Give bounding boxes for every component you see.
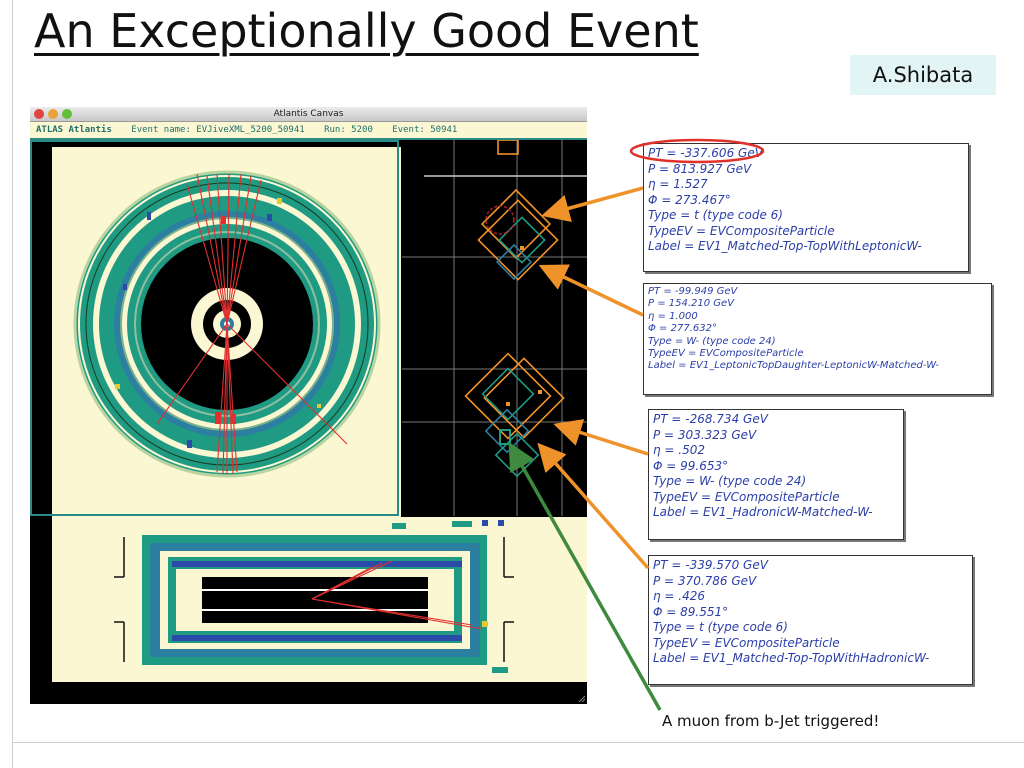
author-badge: A.Shibata — [850, 55, 996, 95]
particle-info-box-w-hadronic: PT = -268.734 GeV P = 303.323 GeV η = .5… — [648, 409, 904, 540]
resize-grip-icon[interactable] — [577, 694, 585, 702]
pt-value: PT = -339.570 GeV — [653, 558, 768, 572]
xy-view-border — [30, 140, 399, 516]
slide-left-rule — [12, 0, 13, 768]
zoom-dot-icon[interactable] — [62, 109, 72, 119]
label-value: Label = EV1_Matched-Top-TopWithHadronicW… — [653, 651, 930, 665]
close-dot-icon[interactable] — [34, 109, 44, 119]
label-value: Label = EV1_LeptonicTopDaughter-Leptonic… — [648, 360, 940, 372]
event-info-bar: ATLAS Atlantis Event name: EVJiveXML_520… — [30, 122, 587, 140]
app-label: ATLAS Atlantis — [36, 125, 112, 135]
window-titlebar[interactable]: Atlantis Canvas — [30, 107, 587, 122]
projection-display — [402, 139, 587, 516]
rz-view-panel[interactable] — [52, 517, 587, 682]
muon-caption: A muon from b-Jet triggered! — [662, 712, 880, 730]
slide-title: An Exceptionally Good Event — [34, 4, 699, 58]
pt-value: PT = -268.734 GeV — [653, 412, 768, 426]
rz-detector-display — [114, 520, 514, 673]
eta-value: η = .426 — [653, 589, 706, 603]
p-value: P = 370.786 GeV — [653, 573, 757, 588]
phi-value: Φ = 99.653° — [653, 458, 729, 473]
slide-bottom-rule — [12, 742, 1024, 743]
xy-detector-display — [73, 170, 381, 478]
type-ev-value: TypeEV = EVCompositeParticle — [653, 635, 840, 650]
type-ev-value: TypeEV = EVCompositeParticle — [648, 348, 804, 360]
run-number: Run: 5200 — [324, 125, 373, 135]
atlantis-canvas-window: Atlantis Canvas ATLAS Atlantis Event nam… — [30, 107, 587, 704]
projection-view-panel[interactable] — [402, 139, 587, 516]
type-value: Type = t (type code 6) — [648, 208, 783, 222]
pt-value: PT = -337.606 GeV — [648, 146, 763, 160]
p-value: P = 813.927 GeV — [648, 161, 752, 176]
type-value: Type = t (type code 6) — [653, 620, 788, 634]
particle-info-box-w-leptonic: PT = -99.949 GeV P = 154.210 GeV η = 1.0… — [643, 283, 992, 395]
eta-value: η = .502 — [653, 443, 706, 457]
label-value: Label = EV1_HadronicW-Matched-W- — [653, 505, 873, 519]
label-value: Label = EV1_Matched-Top-TopWithLeptonicW… — [648, 239, 922, 253]
event-number: Event: 50941 — [392, 125, 458, 135]
window-title: Atlantis Canvas — [273, 109, 344, 119]
p-value: P = 154.210 GeV — [648, 298, 735, 310]
particle-info-box-top-hadronic: PT = -339.570 GeV P = 370.786 GeV η = .4… — [648, 555, 973, 685]
type-ev-value: TypeEV = EVCompositeParticle — [653, 489, 840, 504]
event-name: Event name: EVJiveXML_5200_50941 — [131, 125, 305, 135]
phi-value: Φ = 89.551° — [653, 604, 729, 619]
type-ev-value: TypeEV = EVCompositeParticle — [648, 223, 835, 238]
phi-value: Φ = 277.632° — [648, 323, 717, 335]
phi-value: Φ = 273.467° — [648, 192, 731, 207]
xy-view-panel[interactable] — [52, 147, 401, 517]
particle-info-box-top-leptonic: PT = -337.606 GeV P = 813.927 GeV η = 1.… — [643, 143, 969, 272]
minimize-dot-icon[interactable] — [48, 109, 58, 119]
type-value: Type = W- (type code 24) — [648, 335, 776, 347]
p-value: P = 303.323 GeV — [653, 427, 757, 442]
pt-value: PT = -99.949 GeV — [648, 286, 738, 297]
eta-value: η = 1.527 — [648, 177, 708, 191]
type-value: Type = W- (type code 24) — [653, 474, 807, 488]
eta-value: η = 1.000 — [648, 310, 698, 322]
